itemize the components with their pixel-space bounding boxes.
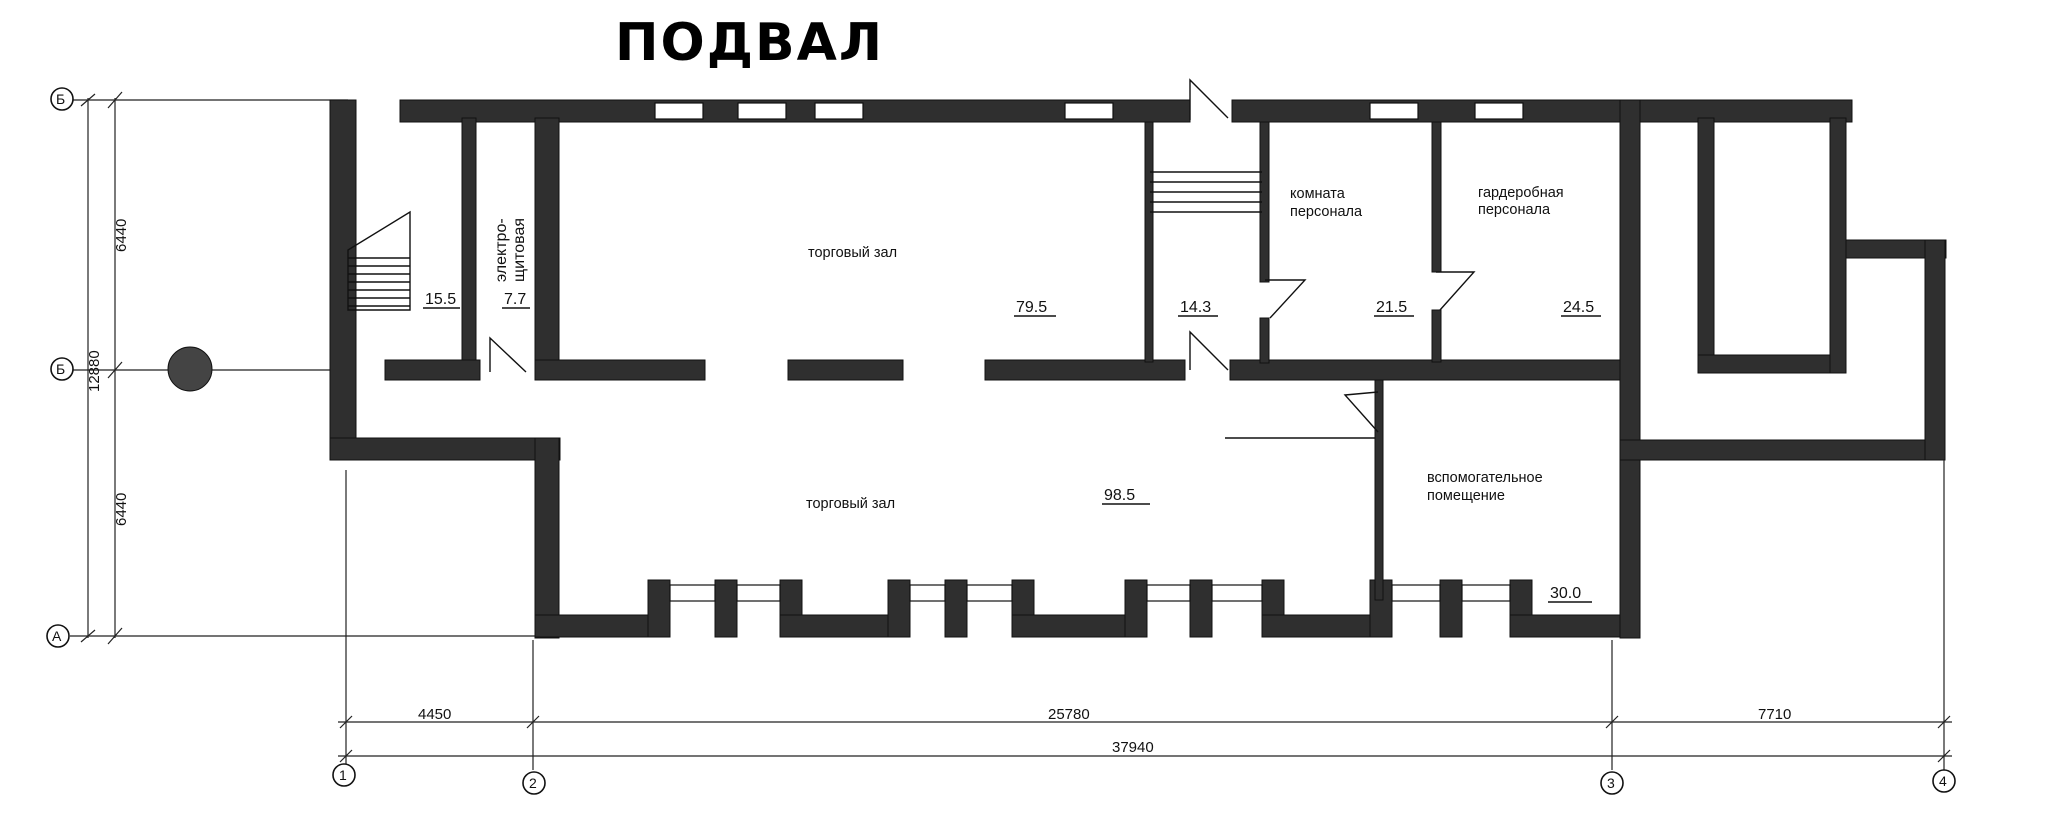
svg-text:2: 2 [529,775,537,791]
section-marker [167,346,213,392]
svg-text:Б: Б [56,361,65,377]
svg-text:1: 1 [339,767,347,783]
dim-horizontal-3: 7710 [1758,706,1791,723]
svg-text:А: А [52,628,62,644]
room-area-stair-hall: 14.3 [1180,299,1211,316]
room-area-hall-top: 79.5 [1016,299,1047,316]
room-area-wardrobe: 24.5 [1563,299,1594,316]
axis-bubble-2: 2 [522,771,546,795]
dim-vertical-total: 12880 [86,350,103,392]
dim-horizontal-2: 25780 [1048,706,1090,723]
vertical-dimension-chain: 6440 12880 6440 [70,91,540,645]
room-area-staff: 21.5 [1376,299,1407,316]
area-underlines [423,307,1601,603]
room-area-electro: 7.7 [504,291,526,308]
room-name-wardrobe-line2: персонала [1478,202,1551,218]
doors [489,78,1476,433]
axis-bubble-4: 4 [1932,769,1956,793]
room-name-hall-bottom: торговый зал [806,496,895,512]
dim-horizontal-1: 4450 [418,706,451,723]
walls [329,99,1947,639]
axis-bubble-3: 3 [1600,771,1624,795]
room-name-hall-top: торговый зал [808,245,897,261]
dim-horizontal-total: 37940 [1112,739,1154,756]
stair-left [347,210,411,311]
room-area-stair: 15.5 [425,291,456,308]
page-title: ПОДВАЛ [615,13,884,73]
axis-bubble-1: 1 [332,763,356,787]
axis-bubble-b-top: Б [50,87,74,111]
svg-text:4: 4 [1939,773,1947,789]
room-name-aux-line1: вспомогательное [1427,470,1543,486]
windows [654,102,1524,602]
room-area-aux: 30.0 [1550,585,1581,602]
room-area-hall-bottom: 98.5 [1104,487,1135,504]
room-name-staff-line2: персонала [1290,204,1363,220]
svg-text:3: 3 [1607,775,1615,791]
dim-vertical-top: 6440 [113,219,130,252]
svg-text:Б: Б [56,91,65,107]
room-name-aux-line2: помещение [1427,488,1505,504]
room-name-wardrobe-line1: гардеробная [1478,185,1564,201]
horizontal-dimension-chain: 4450 25780 7710 37940 [338,460,1952,770]
axis-bubble-b-middle: Б [50,357,74,381]
axis-bubble-a: А [46,624,70,648]
room-name-electro-line1: электро- [493,218,510,282]
dim-vertical-bottom: 6440 [113,493,130,526]
room-name-electro-line2: щитовая [511,218,528,282]
stair-central [1150,171,1262,213]
room-name-staff-line1: комната [1290,186,1346,202]
